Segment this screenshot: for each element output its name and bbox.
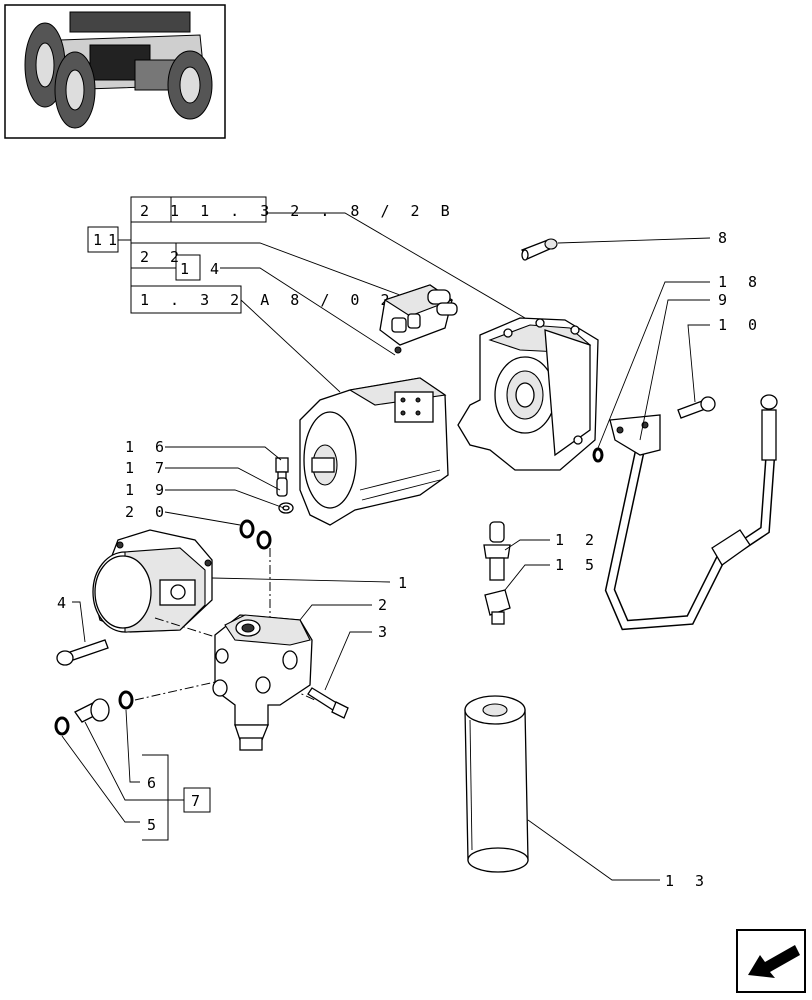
leader-13 — [527, 819, 660, 881]
bolt-part-10 — [677, 396, 716, 419]
control-valve-block — [379, 284, 458, 354]
filter-cartridge-part-13 — [464, 695, 529, 873]
leader-18 — [597, 281, 710, 449]
callout-2: 2 — [378, 596, 393, 614]
ref-a-label: 2 1 1 . 3 2 . 8 / 2 B — [140, 202, 456, 220]
callout-4: 4 — [57, 594, 72, 612]
hydraulic-pump — [299, 377, 449, 526]
leader-14 — [220, 267, 396, 356]
callout-14: 1 4 — [180, 260, 225, 278]
callout-13: 1 3 — [665, 872, 710, 890]
leader-19 — [165, 489, 285, 509]
callout-16: 1 6 — [125, 438, 170, 456]
callout-8: 8 — [718, 229, 733, 247]
callout-3: 3 — [378, 623, 393, 641]
washer-part-18 — [592, 447, 604, 463]
leader-15 — [504, 564, 550, 591]
leader-20 — [164, 511, 241, 526]
washer-part-19 — [278, 502, 294, 514]
callout-10: 1 0 — [718, 316, 763, 334]
leader-5 — [61, 735, 140, 823]
leader-9 — [639, 299, 710, 441]
leader-6 — [125, 709, 140, 783]
leader-7 — [84, 721, 184, 801]
reference-bracket-group — [87, 196, 267, 314]
screw-part-3 — [307, 687, 349, 719]
leader-12 — [504, 539, 550, 551]
nut-part-15 — [484, 589, 511, 625]
motor-part-1 — [92, 529, 213, 633]
hydraulic-pipe-part-9 — [604, 394, 778, 631]
leader-17 — [165, 467, 281, 491]
callout-1: 1 — [398, 574, 413, 592]
leader-ref-b — [176, 242, 409, 299]
switch-part-16 — [275, 457, 289, 481]
callout-17: 1 7 — [125, 459, 170, 477]
bolt-part-4 — [56, 639, 109, 666]
plug-part-6 — [74, 698, 110, 723]
callout-5: 5 — [147, 816, 162, 834]
leader-4 — [72, 601, 86, 643]
leader-3 — [324, 631, 372, 691]
leader-1 — [211, 577, 391, 583]
ref-b-label: 2 2 — [140, 248, 185, 266]
callout-19: 1 9 — [125, 481, 170, 499]
connector-part-12 — [483, 521, 511, 581]
o-ring-part-5 — [54, 716, 70, 736]
callout-20: 2 0 — [125, 503, 170, 521]
seal-part-6 — [118, 690, 134, 710]
tractor-thumbnail-icon[interactable] — [4, 4, 226, 139]
bracket-5-6 — [142, 754, 169, 841]
leader-2 — [299, 604, 372, 621]
leader-8 — [557, 237, 711, 244]
callout-15: 1 5 — [555, 556, 600, 574]
box-7 — [183, 787, 211, 813]
callout-9: 9 — [718, 291, 733, 309]
assembly-axis-bolt — [154, 617, 226, 641]
page-navigation-arrow-icon[interactable] — [736, 929, 806, 993]
callout-11: 11 — [93, 231, 123, 249]
leader-10 — [687, 324, 710, 403]
callout-6: 6 — [147, 774, 162, 792]
assembly-axis-plug — [134, 681, 216, 701]
leader-ref-a — [266, 212, 526, 319]
ref-c-label: 1 . 3 2 A 8 / 0 2 — [140, 291, 396, 309]
callout-12: 1 2 — [555, 531, 600, 549]
leader-16 — [165, 446, 282, 461]
leader-ref-c — [240, 299, 341, 393]
fitting-part-17 — [276, 477, 288, 497]
valve-body-part-2 — [212, 614, 313, 751]
callout-18: 1 8 — [718, 273, 763, 291]
o-ring-part-20 — [239, 519, 272, 550]
gearbox-housing — [457, 317, 599, 471]
fitting-part-8 — [521, 238, 558, 261]
callout-7: 7 — [191, 792, 206, 810]
